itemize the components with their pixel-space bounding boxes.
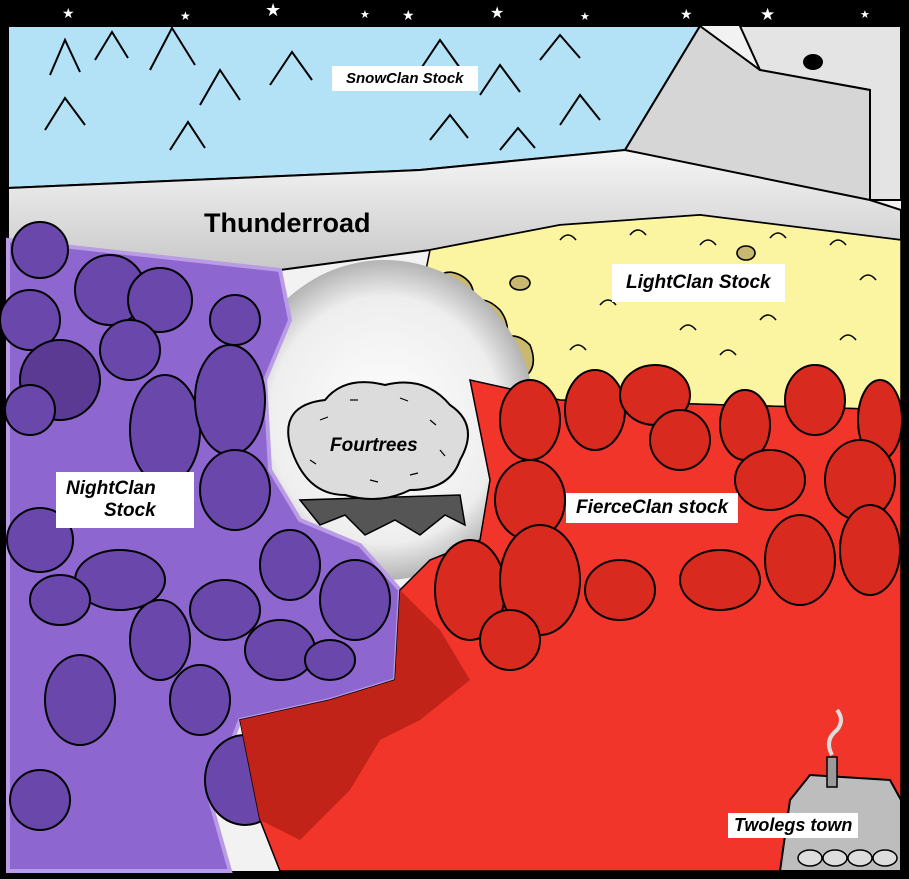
building-door (803, 54, 823, 70)
twolegs-label: Twolegs town (728, 813, 859, 838)
fierceclan-trees (434, 364, 903, 671)
fierceclan-shadow (240, 590, 470, 840)
svg-text:★: ★ (180, 9, 191, 23)
svg-text:★: ★ (360, 8, 370, 21)
svg-text:★: ★ (580, 10, 590, 23)
lightclan-grass-marks (559, 229, 877, 356)
svg-text:★: ★ (265, 0, 281, 21)
nightclan-label: NightClan Stock (56, 472, 194, 528)
svg-text:★: ★ (490, 3, 504, 22)
snowclan-label: SnowClan Stock (332, 66, 478, 92)
fierceclan-label: FierceClan stock (566, 493, 739, 523)
fourtrees-trees (287, 381, 469, 536)
svg-text:★: ★ (760, 5, 775, 25)
nightclan-label-line1: NightClan (66, 478, 156, 499)
star-field: ★ ★ ★ ★ ★ ★ ★ ★ ★ ★ (62, 0, 870, 25)
nightclan-trees (0, 221, 391, 831)
fourtrees-label: Fourtrees (330, 435, 418, 456)
svg-text:★: ★ (860, 8, 870, 21)
svg-text:★: ★ (402, 8, 415, 24)
thunderroad-label: Thunderroad (204, 208, 371, 238)
snowclan-mountains (44, 25, 601, 151)
svg-text:★: ★ (680, 7, 693, 23)
lightclan-label: LightClan Stock (612, 264, 785, 302)
nightclan-label-line2: Stock (104, 499, 156, 521)
svg-text:★: ★ (62, 6, 75, 22)
